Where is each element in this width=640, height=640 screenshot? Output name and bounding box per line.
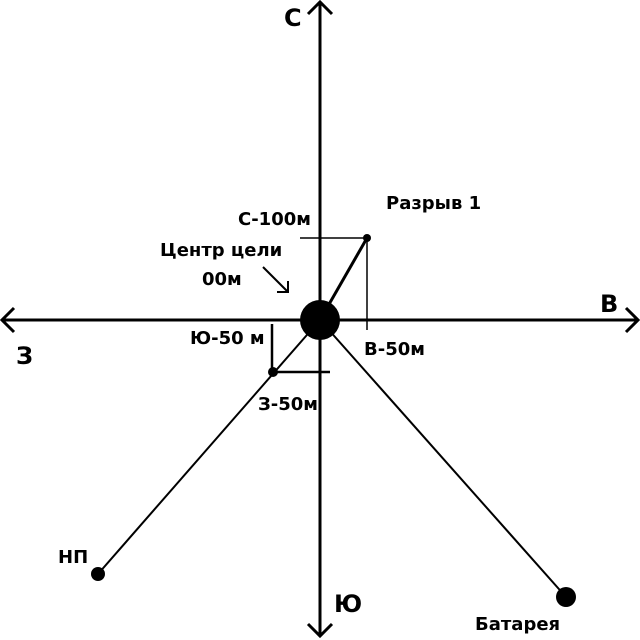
- target-center-arrow: [262, 266, 289, 293]
- target-center-dot: [300, 300, 340, 340]
- north-label: С: [284, 4, 302, 32]
- east-arrowhead: [624, 306, 640, 334]
- burst-point: [363, 234, 371, 242]
- west-offset-label: З-50м: [258, 394, 318, 415]
- observation-post-dot: [91, 567, 105, 581]
- south-arrowhead: [306, 622, 334, 639]
- west-label: З: [16, 342, 33, 370]
- north-arrowhead: [306, 0, 334, 16]
- observation-post-label: НП: [58, 547, 88, 568]
- north-offset-label: С-100м: [238, 209, 311, 230]
- east-label: В: [600, 290, 618, 318]
- west-arrowhead: [0, 306, 16, 334]
- east-offset-label: В-50м: [364, 339, 425, 360]
- burst-label: Разрыв 1: [386, 193, 481, 214]
- target-center-label: Центр цели: [160, 240, 282, 261]
- south-offset-label: Ю-50 м: [190, 328, 265, 349]
- target-center-value: 00м: [202, 269, 242, 290]
- battery-line: [319, 319, 567, 598]
- observation-post-line: [97, 319, 321, 575]
- battery-label: Батарея: [475, 614, 560, 635]
- south-label: Ю: [334, 590, 362, 618]
- correction-point: [268, 367, 278, 377]
- battery-dot: [556, 587, 576, 607]
